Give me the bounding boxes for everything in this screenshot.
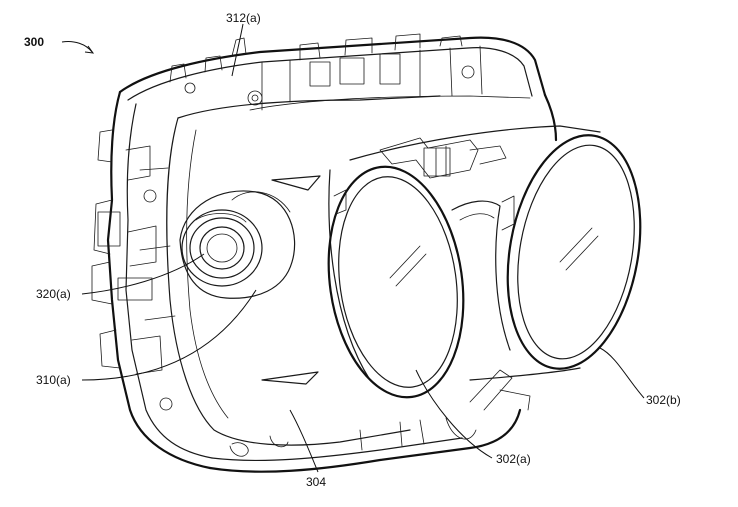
label-lens-right: 302(b) xyxy=(646,393,681,407)
lens-right xyxy=(490,125,657,380)
lens-left xyxy=(314,158,477,406)
face-plate xyxy=(167,96,440,445)
label-camera: 320(a) xyxy=(36,287,71,301)
leader-lines xyxy=(62,24,644,472)
label-lens-left: 302(a) xyxy=(496,452,531,466)
label-top-cover: 312(a) xyxy=(226,11,261,25)
camera-recess xyxy=(180,191,295,298)
lens-assembly xyxy=(329,126,600,380)
housing-frame xyxy=(92,34,556,472)
label-face-plate: 304 xyxy=(306,475,326,489)
label-recess: 310(a) xyxy=(36,373,71,387)
figure-reference-label: 300 xyxy=(24,35,44,49)
camera xyxy=(182,210,262,286)
